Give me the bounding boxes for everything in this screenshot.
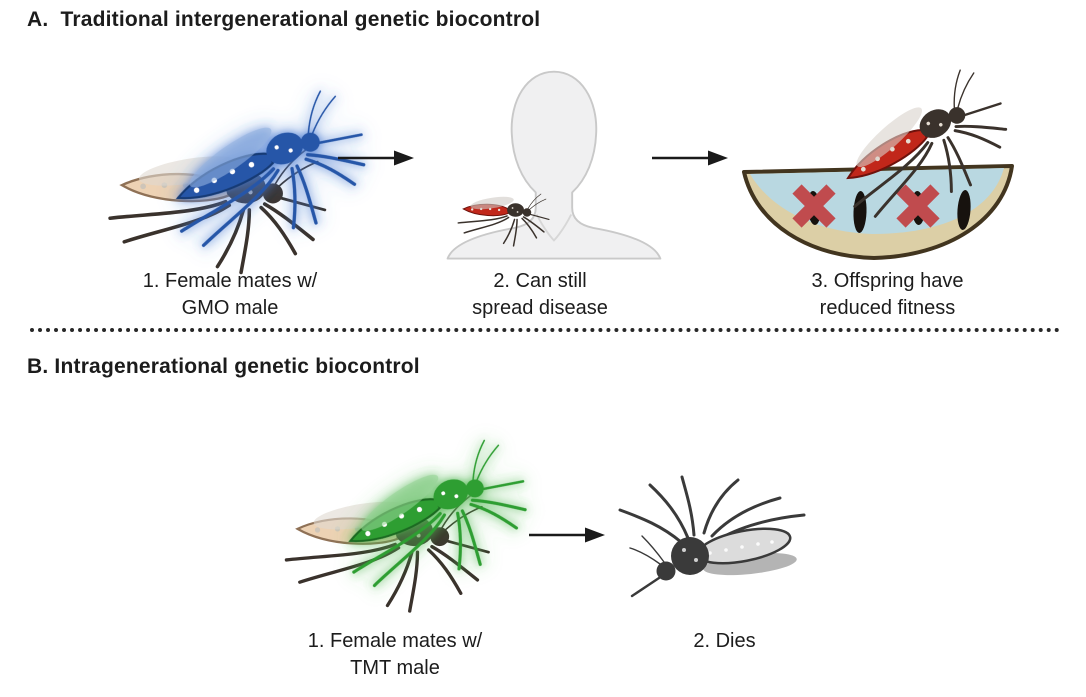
caption-line: spread disease [472, 297, 608, 319]
step-caption: 3. Offspring have reduced fitness [745, 268, 1030, 322]
mosquito-egg-icon [853, 191, 867, 233]
panel-a-title: A. Traditional intergenerational genetic… [27, 8, 541, 31]
arrow-right-icon [652, 150, 728, 166]
collar-line [535, 214, 573, 242]
mating-pair-tmt-illustration [284, 431, 550, 618]
red-x-icon [792, 184, 836, 228]
disease-spread-illustration [446, 70, 662, 260]
reduced-fitness-illustration [742, 60, 1031, 260]
mosquito-egg-icon [957, 190, 971, 230]
caption-line: TMT male [350, 657, 440, 679]
caption-line: 2. Dies [693, 630, 756, 652]
dead-mosquito-illustration [618, 475, 806, 598]
step-caption: 1. Female mates w/ TMT male [250, 628, 540, 682]
caption-line: 3. Offspring have [811, 270, 964, 292]
caption-line: reduced fitness [819, 297, 956, 319]
caption-line: GMO male [181, 297, 279, 319]
caption-line: 1. Female mates w/ [142, 270, 318, 292]
dead-mosquito-icon [618, 475, 806, 598]
caption-line: 2. Can still [493, 270, 587, 292]
step-caption: 2. Dies [612, 628, 837, 655]
red-x-icon [896, 184, 940, 228]
human-bust-icon [446, 70, 662, 260]
step-caption: 1. Female mates w/ GMO male [85, 268, 375, 322]
panel-b-title: B. Intragenerational genetic biocontrol [27, 355, 420, 378]
step-caption: 2. Can still spread disease [405, 268, 675, 322]
arrow-right-icon [338, 150, 414, 166]
arrow-right-icon [529, 527, 605, 543]
dotted-divider [30, 328, 1060, 332]
caption-line: 1. Female mates w/ [307, 630, 483, 652]
egg-group [792, 184, 971, 233]
